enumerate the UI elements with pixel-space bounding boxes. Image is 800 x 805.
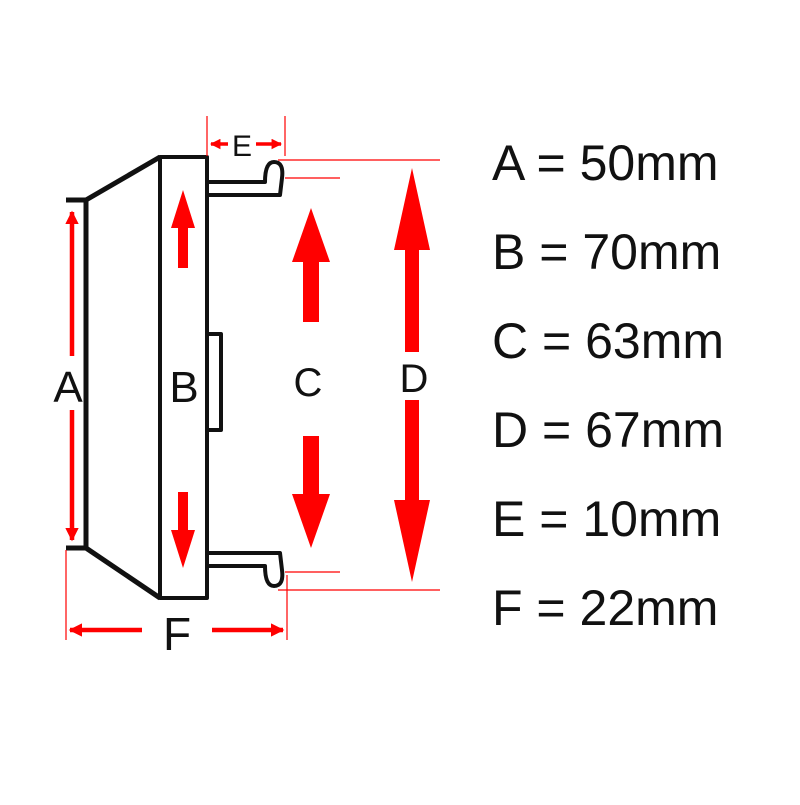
label-a: A: [53, 363, 83, 412]
slant-top-line: [84, 154, 162, 203]
center-tab: [205, 332, 223, 432]
spec-e: E = 10mm: [492, 491, 722, 547]
label-b: B: [169, 363, 198, 412]
label-f: F: [163, 608, 191, 660]
label-e: E: [232, 130, 252, 163]
spec-d: D = 67mm: [492, 402, 725, 458]
slant-bottom-line: [84, 545, 162, 601]
bottom-clip: [205, 551, 285, 588]
label-c: C: [294, 361, 323, 405]
dimension-labels: A B C D E F: [53, 130, 428, 660]
top-clip: [205, 160, 285, 197]
spec-c: C = 63mm: [492, 313, 725, 369]
cap-outline: [66, 154, 285, 601]
label-d: D: [400, 357, 429, 401]
spec-b: B = 70mm: [492, 224, 722, 280]
dimension-c-arrow: [292, 208, 330, 548]
reference-lines: [65, 116, 440, 640]
spec-f: F = 22mm: [492, 580, 719, 636]
dimension-b-arrow: [171, 190, 195, 568]
dimension-d-arrow: [394, 168, 430, 582]
spec-a: A = 50mm: [492, 135, 719, 191]
